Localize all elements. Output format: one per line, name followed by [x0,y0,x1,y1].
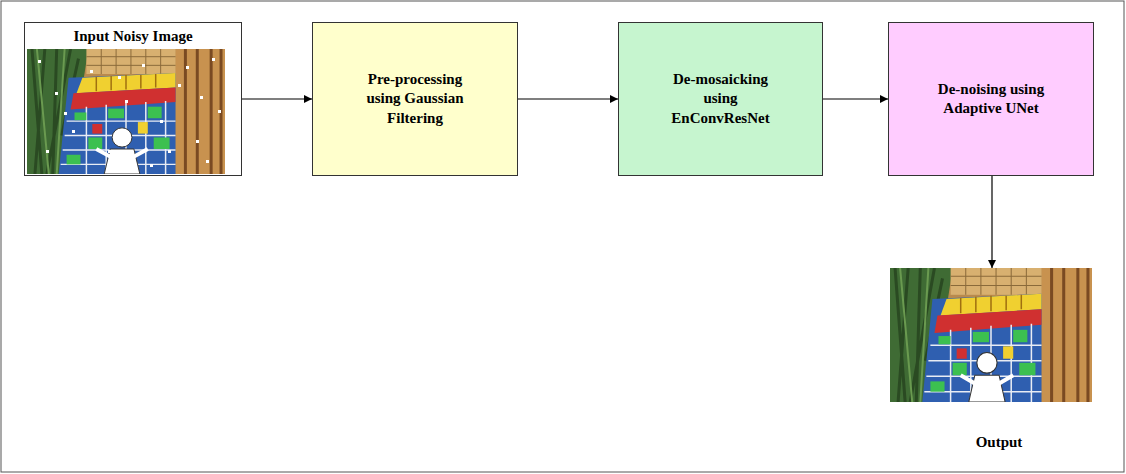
input-image-box: Input Noisy Image [24,22,242,176]
process-box: Pre-processing using Gaussian Filtering [312,22,518,176]
arrow-connector [823,98,888,99]
process-box: De-mosaicking using EnConvResNet [618,22,823,176]
process-box: De-noising using Adaptive UNet [888,22,1094,176]
node-label: Output [890,433,1108,453]
node-label: De-mosaicking using EnConvResNet [659,70,783,129]
node-label: De-noising using Adaptive UNet [921,80,1061,119]
arrow-connector [242,98,312,99]
node-label: Pre-processing using Gaussian Filtering [353,70,477,129]
node-label: Input Noisy Image [25,27,241,47]
arrow-connector [518,98,618,99]
output-image: Output [890,268,1108,469]
arrow-connector [991,176,992,268]
